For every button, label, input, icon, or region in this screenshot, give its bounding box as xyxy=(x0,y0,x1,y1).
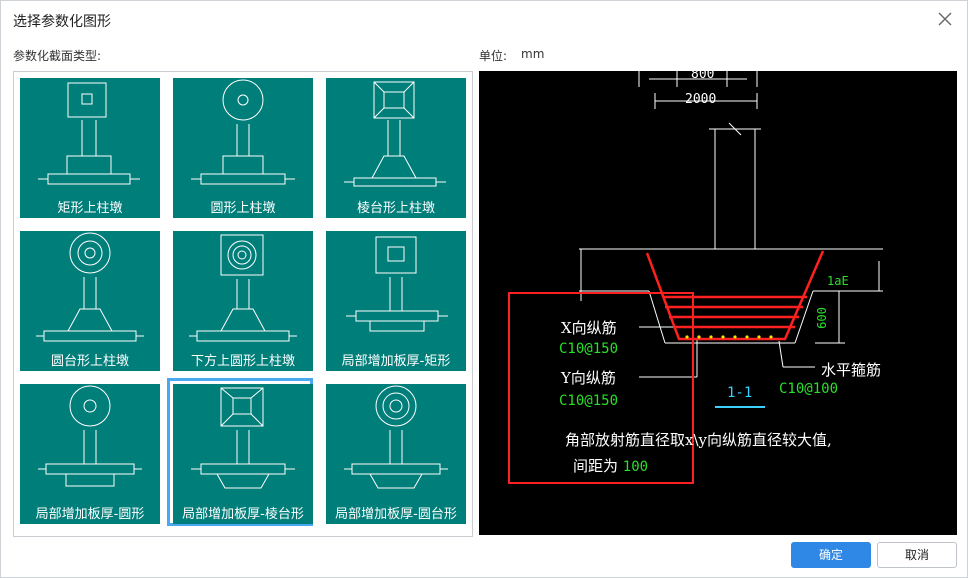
dim-right-value: 1aE xyxy=(827,274,849,288)
note-line-2: 间距为 100 xyxy=(573,455,648,476)
x-bar-value: C10@150 xyxy=(559,341,619,357)
shape-option-square-round-pier[interactable]: 下方上圆形上柱墩 xyxy=(167,225,313,373)
note-line-1: 角部放射筋直径取x\y向纵筋直径较大值, xyxy=(565,431,832,449)
dim-width-value: 2000 xyxy=(685,92,717,107)
shape-tile: 局部增加板厚-圆台形 xyxy=(326,384,466,524)
section-drawing xyxy=(508,71,883,484)
rect-pier-icon xyxy=(38,82,140,185)
shape-tile: 棱台形上柱墩 xyxy=(326,78,466,218)
slab-thicken-frustum-icon xyxy=(191,387,295,489)
shape-option-slab-thicken-frustum[interactable]: 局部增加板厚-棱台形 xyxy=(167,378,313,526)
y-bar-value: C10@150 xyxy=(559,393,619,409)
shape-option-cone-frustum-pier[interactable]: 圆台形上柱墩 xyxy=(14,225,160,373)
shape-label: 局部增加板厚-棱台形 xyxy=(182,507,304,522)
close-icon[interactable] xyxy=(933,7,957,31)
dim-depth-value: 600 xyxy=(814,307,829,329)
dim-top-value: 800 xyxy=(691,71,715,82)
frustum-pier-icon xyxy=(344,81,446,187)
slab-thicken-rect-icon xyxy=(346,236,448,332)
shape-label: 圆台形上柱墩 xyxy=(50,354,129,369)
shape-option-rect-pier[interactable]: 矩形上柱墩 xyxy=(14,72,160,220)
shape-tile: 局部增加板厚-圆形 xyxy=(20,384,160,524)
shape-option-slab-thicken-cone[interactable]: 局部增加板厚-圆台形 xyxy=(320,378,466,526)
shape-label: 矩形上柱墩 xyxy=(57,201,123,216)
section-type-label: 参数化截面类型: xyxy=(13,49,102,63)
shape-tile: 圆形上柱墩 xyxy=(173,78,313,218)
note-spacing-value: 100 xyxy=(622,459,649,475)
cancel-button[interactable]: 取消 xyxy=(877,542,957,568)
shape-label: 圆形上柱墩 xyxy=(210,201,276,216)
square-round-pier-icon xyxy=(189,234,297,342)
shape-tile: 局部增加板厚-矩形 xyxy=(326,231,466,371)
shape-tile: 圆台形上柱墩 xyxy=(20,231,160,371)
shape-option-round-pier[interactable]: 圆形上柱墩 xyxy=(167,72,313,220)
shape-option-slab-thicken-rect[interactable]: 局部增加板厚-矩形 xyxy=(320,225,466,373)
ok-button[interactable]: 确定 xyxy=(791,542,871,568)
unit-value: mm xyxy=(521,47,545,61)
note-spacing-label: 间距为 xyxy=(573,457,619,475)
round-pier-icon xyxy=(191,79,295,185)
cone-frustum-pier-icon xyxy=(36,232,144,342)
shape-option-frustum-pier[interactable]: 棱台形上柱墩 xyxy=(320,72,466,220)
stirrup-value: C10@100 xyxy=(779,381,839,397)
shape-tile: 局部增加板厚-棱台形 xyxy=(173,384,313,524)
shape-label: 下方上圆形上柱墩 xyxy=(190,354,295,369)
shape-label: 局部增加板厚-圆台形 xyxy=(335,507,457,522)
shape-label: 局部增加板厚-圆形 xyxy=(35,507,145,522)
unit-label: 单位: xyxy=(479,49,508,63)
shape-option-slab-thicken-round[interactable]: 局部增加板厚-圆形 xyxy=(14,378,160,526)
shape-grid: 矩形上柱墩 圆形上柱墩 xyxy=(13,71,473,537)
section-mark: 1-1 xyxy=(727,385,753,401)
y-bar-label: Y向纵筋 xyxy=(561,369,616,387)
dialog-title: 选择参数化图形 xyxy=(13,14,111,30)
shape-tile: 矩形上柱墩 xyxy=(20,78,160,218)
stirrup-label: 水平箍筋 xyxy=(821,361,882,379)
shape-label: 局部增加板厚-矩形 xyxy=(341,354,451,369)
shape-tile: 下方上圆形上柱墩 xyxy=(173,231,313,371)
shape-label: 棱台形上柱墩 xyxy=(356,201,435,216)
slab-thicken-round-icon xyxy=(38,385,142,487)
preview-canvas: 800 2000 1aE 600 X向纵筋 C10@150 Y向纵筋 C10@1… xyxy=(479,71,957,535)
slab-thicken-cone-icon xyxy=(344,385,448,489)
x-bar-label: X向纵筋 xyxy=(561,319,617,337)
